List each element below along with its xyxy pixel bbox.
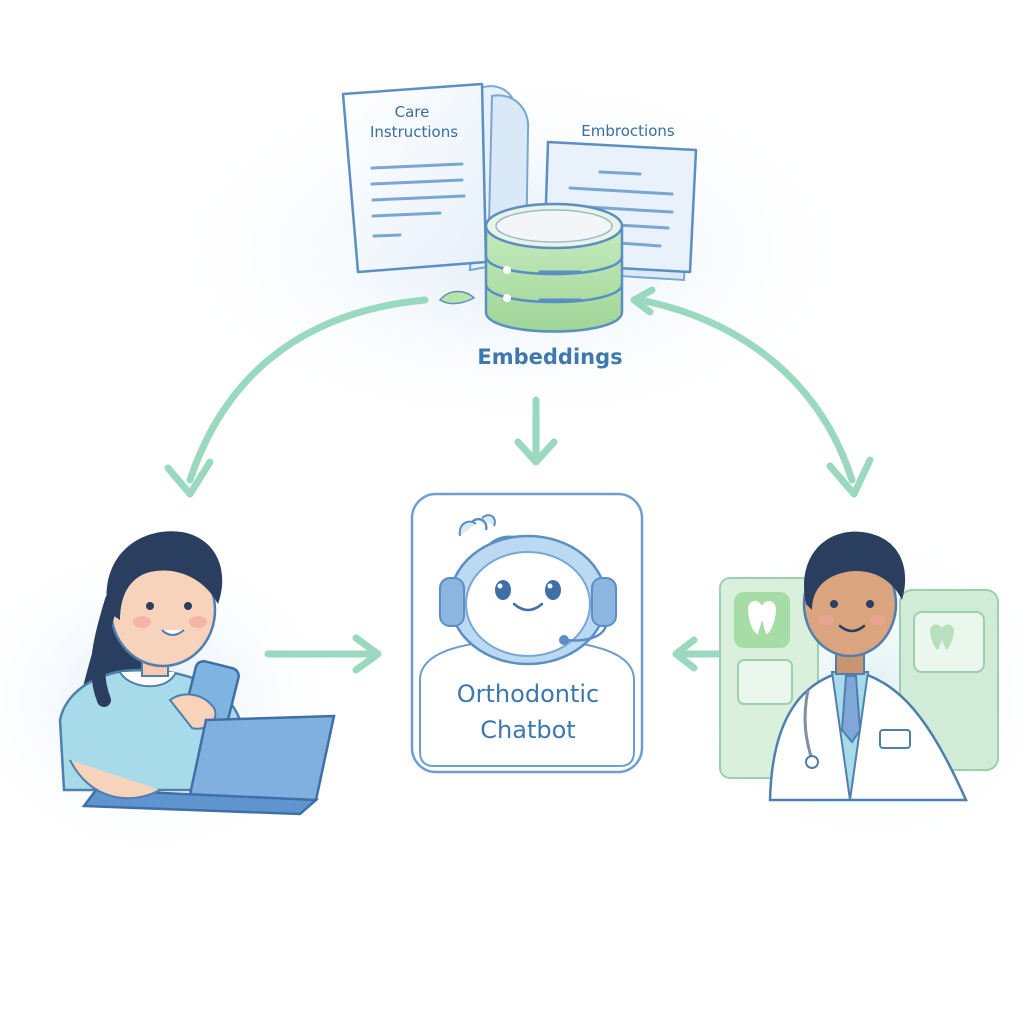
arrow-db-to-doctor <box>636 296 856 484</box>
robot-assistant-icon <box>439 514 617 666</box>
doc-title-line1: Care <box>395 103 430 121</box>
tooth-icon <box>748 601 776 634</box>
embeddings-database-icon <box>438 202 624 333</box>
arrow-db-to-doctor-head <box>826 456 874 498</box>
arrow-doctor-to-chatbot-head <box>672 636 698 672</box>
chatbot-title-line2: Chatbot <box>480 716 575 744</box>
embeddings-label: Embeddings <box>477 345 622 369</box>
chatbot-card: Orthodontic Chatbot <box>410 492 644 774</box>
arrow-doctor-to-db-head <box>630 286 656 316</box>
doc-text-lines <box>370 162 466 238</box>
chatbot-title-line1: Orthodontic <box>457 680 599 708</box>
arrow-patient-to-chatbot-head <box>352 634 382 674</box>
arrow-db-to-patient-head <box>164 458 214 498</box>
doc-title-line2: Instructions <box>370 123 458 141</box>
doctor-illustration <box>768 531 968 802</box>
arrow-db-to-patient <box>186 296 429 484</box>
arrow-db-to-chatbot-head <box>514 438 558 466</box>
patient-illustration <box>58 531 336 816</box>
doc2-title: Embroctions <box>581 122 675 140</box>
